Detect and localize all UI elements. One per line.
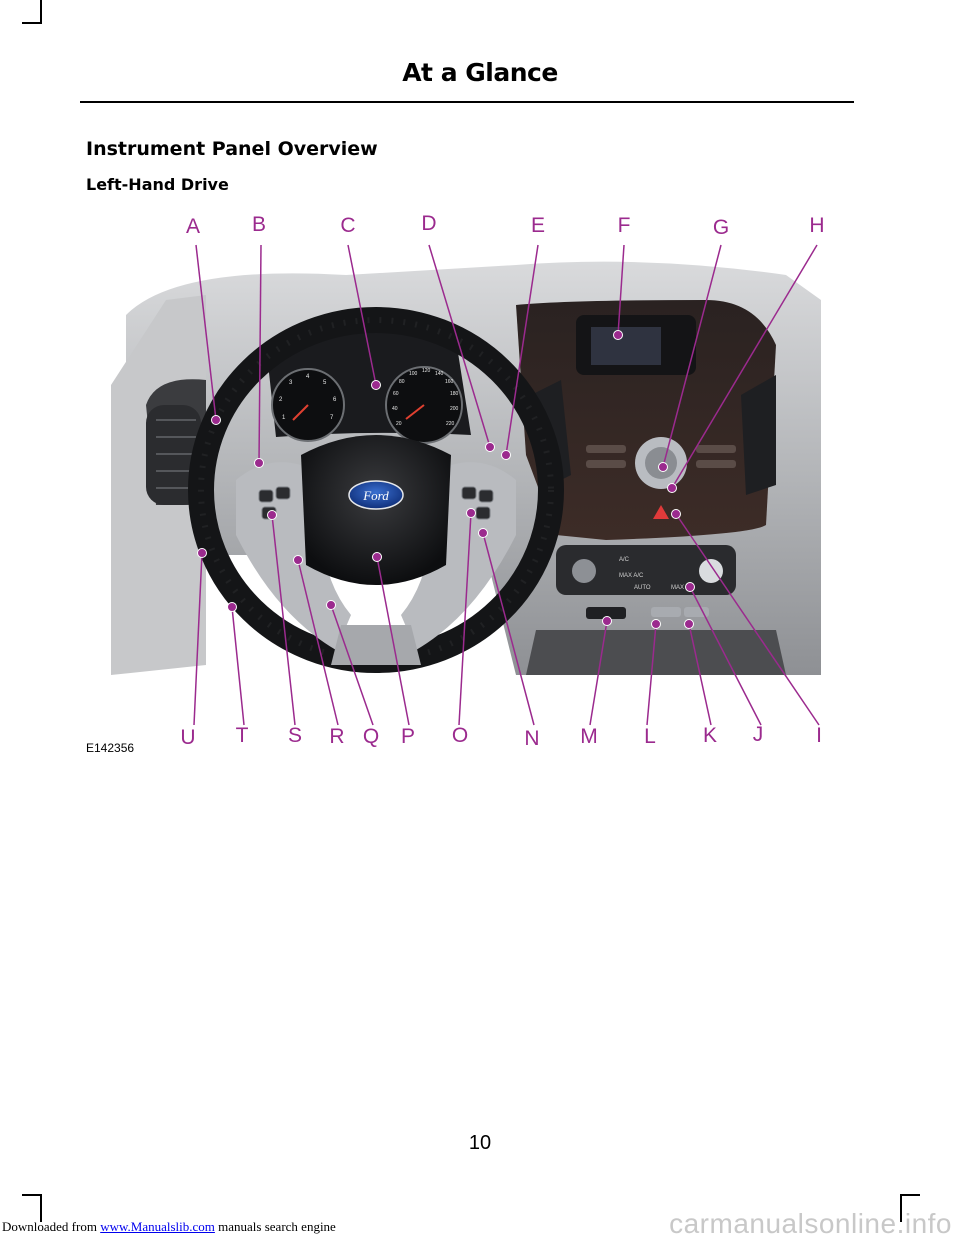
ford-logo-icon: [348, 480, 404, 510]
callout-label: R: [329, 725, 344, 748]
callout-label: E: [531, 214, 545, 237]
tach-tick: 1: [282, 415, 286, 421]
manualslib-link[interactable]: www.Manualslib.com: [100, 1219, 215, 1234]
footer-suffix: manuals search engine: [214, 1219, 336, 1234]
speedo-tick: 60: [393, 391, 399, 397]
crop-mark: [22, 1194, 42, 1196]
crop-mark: [900, 1194, 902, 1222]
speedo-tick: 180: [450, 391, 459, 397]
callout-label: L: [644, 725, 656, 748]
callout-label: G: [713, 216, 729, 239]
speedo-tick: 140: [435, 371, 444, 377]
callout-label: F: [618, 214, 631, 237]
header-rule: [80, 101, 854, 103]
callout-label: Q: [363, 725, 379, 748]
callout-label: U: [180, 726, 195, 749]
crop-mark: [40, 0, 42, 22]
callout-label: K: [703, 724, 717, 747]
crop-mark: [22, 22, 42, 24]
callout-label: N: [524, 727, 539, 750]
speedo-tick: 220: [446, 421, 455, 427]
speedo-tick: 80: [399, 379, 405, 385]
dashboard-illustration: A/C MAX A/C AUTO MAX 1 2 3 4 5 6 7 20 40…: [86, 212, 825, 755]
climate-label: A/C: [619, 557, 630, 563]
tach-tick: 6: [333, 397, 337, 403]
watermark: carmanualsonline.info: [669, 1208, 952, 1239]
section-subtitle: Left-Hand Drive: [86, 175, 229, 194]
callout-label: A: [186, 215, 200, 238]
speedo-tick: 200: [450, 406, 459, 412]
speedo-tick: 120: [422, 368, 431, 374]
callout-label: D: [421, 212, 436, 235]
tach-tick: 7: [330, 415, 334, 421]
climate-label: MAX A/C: [619, 573, 644, 579]
page-header-title: At a Glance: [402, 58, 558, 87]
speedo-tick: 40: [392, 406, 398, 412]
tach-tick: 2: [279, 397, 283, 403]
callout-label: H: [809, 214, 824, 237]
speedo-tick: 100: [409, 371, 418, 377]
speedo-tick: 20: [396, 421, 402, 427]
callout-label: C: [340, 214, 355, 237]
crop-mark: [900, 1194, 920, 1196]
callout-label: I: [816, 724, 822, 747]
callout-label: B: [252, 213, 266, 236]
callout-label: O: [452, 724, 468, 747]
crop-mark: [40, 1194, 42, 1222]
callout-dots: [197, 330, 695, 629]
callout-label: T: [236, 724, 249, 747]
tach-tick: 5: [323, 380, 327, 386]
ford-logo-text: Ford: [362, 488, 389, 503]
section-title: Instrument Panel Overview: [86, 138, 378, 160]
climate-label: AUTO: [634, 585, 651, 591]
footer-prefix: Downloaded from: [2, 1219, 101, 1234]
download-footer: Downloaded from www.Manualslib.com manua…: [2, 1219, 336, 1235]
callout-lines: [193, 244, 820, 726]
callout-label: M: [580, 725, 598, 748]
figure-code: E142356: [86, 741, 134, 755]
speedo-tick: 160: [445, 379, 454, 385]
climate-label: MAX: [671, 585, 684, 591]
callout-label: S: [288, 724, 302, 747]
callout-label: P: [401, 725, 415, 748]
callout-label: J: [753, 723, 764, 746]
tach-tick: 4: [306, 374, 310, 380]
instrument-panel-figure: A/C MAX A/C AUTO MAX 1 2 3 4 5 6 7 20 40…: [86, 205, 856, 755]
tach-tick: 3: [289, 380, 293, 386]
page-number: 10: [468, 1132, 492, 1154]
